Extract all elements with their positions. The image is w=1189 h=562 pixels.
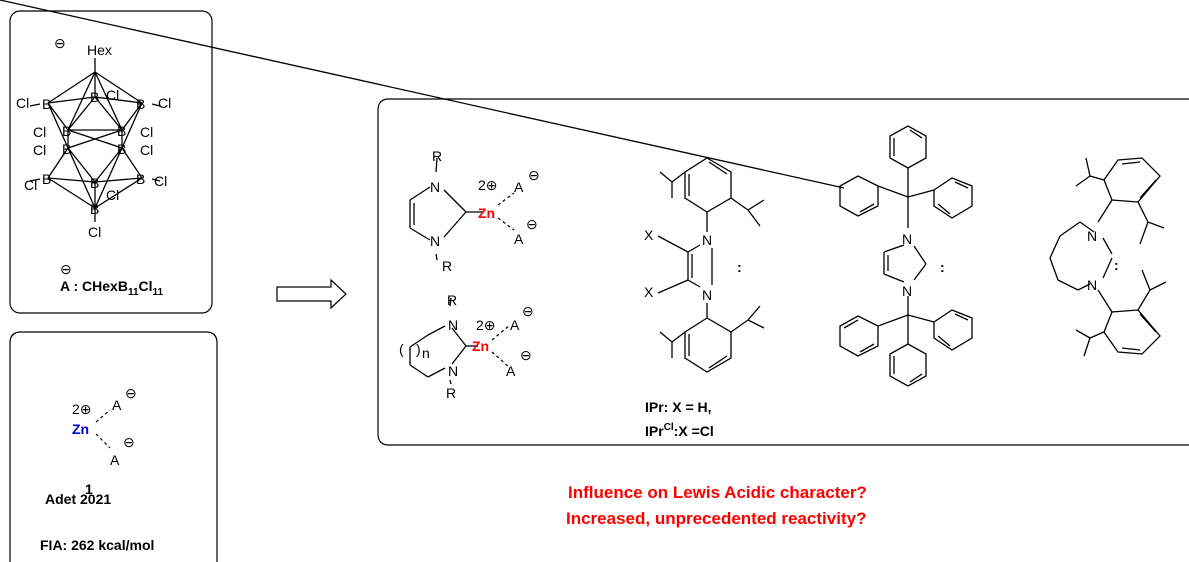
anion-A: A xyxy=(514,179,524,195)
ipr-definition: IPr: X = H, xyxy=(645,399,712,415)
ring-expanded-nhc-zinc-complex xyxy=(409,297,511,385)
chlorine-atom: Cl xyxy=(158,95,171,111)
substituent-R: R xyxy=(442,258,452,274)
boron-atom: B xyxy=(62,123,71,139)
chlorine-atom: Cl xyxy=(33,124,46,140)
nitrogen-atom: N xyxy=(448,363,458,379)
iprcl-definition: IPrCl:X =Cl xyxy=(645,422,714,439)
phenyl-ring xyxy=(933,177,973,219)
zn-charge: 2⊕ xyxy=(476,317,496,333)
boron-atom: B xyxy=(42,171,51,187)
phenyl-ring xyxy=(889,343,927,387)
chlorine-atom: Cl xyxy=(106,87,119,103)
boron-atom: B xyxy=(42,96,51,112)
chlorine-atom: Cl xyxy=(106,187,119,203)
question-lewis-acidity: Influence on Lewis Acidic character? xyxy=(568,483,867,502)
anion-charge: ⊖ xyxy=(123,434,135,450)
nitrogen-atom: N xyxy=(702,287,712,303)
nitrogen-atom: N xyxy=(902,283,912,299)
ligand-panel: N N R R 2⊕ Zn A ⊖ A ⊖ R N N R ( ) n xyxy=(0,0,1189,446)
anion-formula-label: A : CHexB11Cl11 xyxy=(60,278,164,298)
backbone-X: X xyxy=(644,227,654,243)
anion-A: A xyxy=(506,363,516,379)
anion-A: A xyxy=(112,397,122,413)
backbone-X: X xyxy=(644,284,654,300)
citation-label: Adet 2021 xyxy=(45,491,111,507)
fia-value: FIA: 262 kcal/mol xyxy=(40,537,154,553)
carborane-panel-frame xyxy=(9,10,213,314)
chlorine-atom: Cl xyxy=(16,95,29,111)
trityl-nhc-ligand-structure xyxy=(0,0,973,387)
zinc-panel-frame xyxy=(9,331,218,562)
boron-atom: B xyxy=(90,89,99,105)
anion-label-charge: ⊖ xyxy=(60,261,72,277)
substituent-R: R xyxy=(447,292,457,308)
aryl-ring xyxy=(684,157,732,213)
zn-atom: Zn xyxy=(478,205,495,221)
chlorine-atom: Cl xyxy=(140,142,153,158)
carborane-anion-panel: Hex ⊖ B B B B B B B B B B B Cl Cl Cl Cl … xyxy=(9,10,213,314)
phenyl-ring xyxy=(839,315,879,357)
cage-charge: ⊖ xyxy=(54,35,66,51)
nhc-zinc-complex xyxy=(409,157,515,261)
anion-charge: ⊖ xyxy=(125,385,137,401)
nitrogen-atom: N xyxy=(1087,277,1097,293)
anion-charge: ⊖ xyxy=(528,167,540,183)
anion-charge: ⊖ xyxy=(520,347,532,363)
ring-paren-open: ( xyxy=(399,341,404,357)
phenyl-ring xyxy=(933,309,973,351)
anion-A: A xyxy=(110,452,120,468)
substituent-R: R xyxy=(446,385,456,401)
diazepanylidene-ligand-structure xyxy=(1049,157,1167,357)
anion-charge: ⊖ xyxy=(522,303,534,319)
zn-atom: Zn xyxy=(472,338,489,354)
boron-atom: B xyxy=(90,175,99,191)
substituent-R: R xyxy=(432,148,442,164)
chlorine-atom: Cl xyxy=(154,173,167,189)
nitrogen-atom: N xyxy=(430,179,440,195)
zn-atom: Zn xyxy=(72,421,89,437)
boron-atom: B xyxy=(117,123,126,139)
boron-atom: B xyxy=(117,141,126,157)
ring-paren-close: ) xyxy=(416,341,421,357)
aryl-ring xyxy=(1103,309,1161,355)
chlorine-atom: Cl xyxy=(24,177,37,193)
boron-atom: B xyxy=(136,96,145,112)
ring-size-n: n xyxy=(422,345,430,361)
carbene-lone-pair: : xyxy=(737,259,742,275)
nitrogen-atom: N xyxy=(1087,228,1097,244)
carborane-cage-bonds xyxy=(29,58,161,222)
nitrogen-atom: N xyxy=(702,232,712,248)
chlorine-atom: Cl xyxy=(88,224,101,240)
question-reactivity: Increased, unprecedented reactivity? xyxy=(566,509,866,528)
compound-number: 1 xyxy=(85,481,93,497)
ligand-panel-frame xyxy=(377,98,1189,446)
anion-A: A xyxy=(514,231,524,247)
phenyl-ring xyxy=(839,175,879,217)
anion-charge: ⊖ xyxy=(526,216,538,232)
carbene-lone-pair: : xyxy=(940,259,945,275)
boron-atom: B xyxy=(90,201,99,217)
nitrogen-atom: N xyxy=(448,317,458,333)
aryl-ring xyxy=(1103,157,1161,203)
boron-atom: B xyxy=(62,141,71,157)
chlorine-atom: Cl xyxy=(33,142,46,158)
carbene-lone-pair: : xyxy=(1114,257,1119,273)
zn-charge: 2⊕ xyxy=(72,401,92,417)
ipr-ligand-structure xyxy=(657,157,765,373)
boron-atom: B xyxy=(136,171,145,187)
zn-charge: 2⊕ xyxy=(478,177,498,193)
nitrogen-atom: N xyxy=(430,233,440,249)
nitrogen-atom: N xyxy=(902,231,912,247)
phenyl-ring xyxy=(889,125,927,169)
chlorine-atom: Cl xyxy=(140,124,153,140)
anion-A: A xyxy=(510,317,520,333)
hexyl-label: Hex xyxy=(87,42,112,58)
aryl-ring xyxy=(684,317,732,373)
hollow-arrow xyxy=(276,278,347,310)
zinc-salt-panel: 2⊕ Zn A ⊖ A ⊖ 1 Adet 2021 FIA: 262 kcal/… xyxy=(9,331,218,562)
